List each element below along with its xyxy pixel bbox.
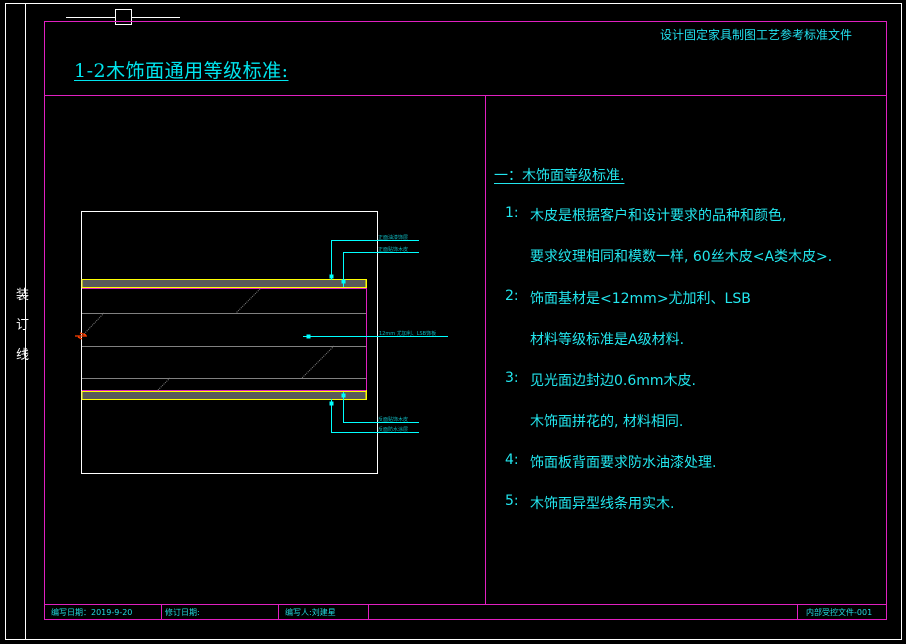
note-number: 1: — [505, 205, 519, 221]
outer-frame — [5, 3, 902, 640]
callout-label-top-2: 正面贴饰木皮 — [378, 247, 409, 253]
compile-date: 编写日期：2019-9-20 — [51, 608, 133, 617]
board-core-outline — [82, 288, 367, 391]
section-title: 1-2木饰面通用等级标准: — [74, 60, 289, 82]
core-hatch — [82, 288, 366, 391]
note-number: 2: — [505, 288, 519, 304]
note-text: 要求纹理相同和模数一样, 60丝木皮<A类木皮>. — [530, 249, 833, 265]
note-text: 材料等级标准是A级材料. — [530, 332, 685, 348]
callout-label-middle: 12mm 尤加利、LSB饰板 — [379, 331, 437, 337]
bottom-veneer-layer — [81, 391, 367, 400]
note-text: 木皮是根据客户和设计要求的品种和颜色, — [530, 208, 787, 224]
note-text: 见光面边封边0.6mm木皮. — [530, 373, 696, 389]
note-text: 饰面基材是<12mm>尤加利、LSB — [530, 291, 751, 307]
note-text: 饰面板背面要求防水油漆处理. — [530, 455, 717, 471]
document-code: 内部受控文件-001 — [806, 608, 873, 617]
callout-leaders-top — [329, 240, 419, 287]
note-text: 木饰面异型线条用实木. — [530, 496, 675, 512]
inner-border — [44, 21, 887, 620]
break-marker-icon — [75, 332, 87, 340]
callout-leaders-bottom — [329, 392, 419, 433]
callout-label-bottom-2: 反面防水涂层 — [378, 427, 409, 433]
detail-viewport — [81, 211, 378, 474]
binding-char-3: 线 — [16, 348, 30, 363]
author: 编写人:刘建星 — [285, 608, 336, 617]
callout-leader-middle — [303, 334, 448, 339]
note-text: 木饰面拼花的, 材料相同. — [530, 414, 684, 430]
binding-char-2: 订 — [16, 318, 30, 333]
note-number: 4: — [505, 452, 519, 468]
revision-date: 修订日期: — [165, 608, 200, 617]
top-veneer-layer — [81, 279, 367, 288]
note-number: 5: — [505, 493, 519, 509]
center-mark-box — [115, 9, 132, 25]
callout-label-bottom-1: 反面贴饰木皮 — [378, 417, 409, 423]
binding-char-1: 装 — [16, 288, 30, 303]
document-title: 设计固定家具制图工艺参考标准文件 — [660, 28, 853, 42]
note-number: 3: — [505, 370, 519, 386]
callout-label-top-1: 正面油漆饰层 — [378, 235, 409, 241]
notes-heading: 一：木饰面等级标准. — [494, 168, 625, 184]
